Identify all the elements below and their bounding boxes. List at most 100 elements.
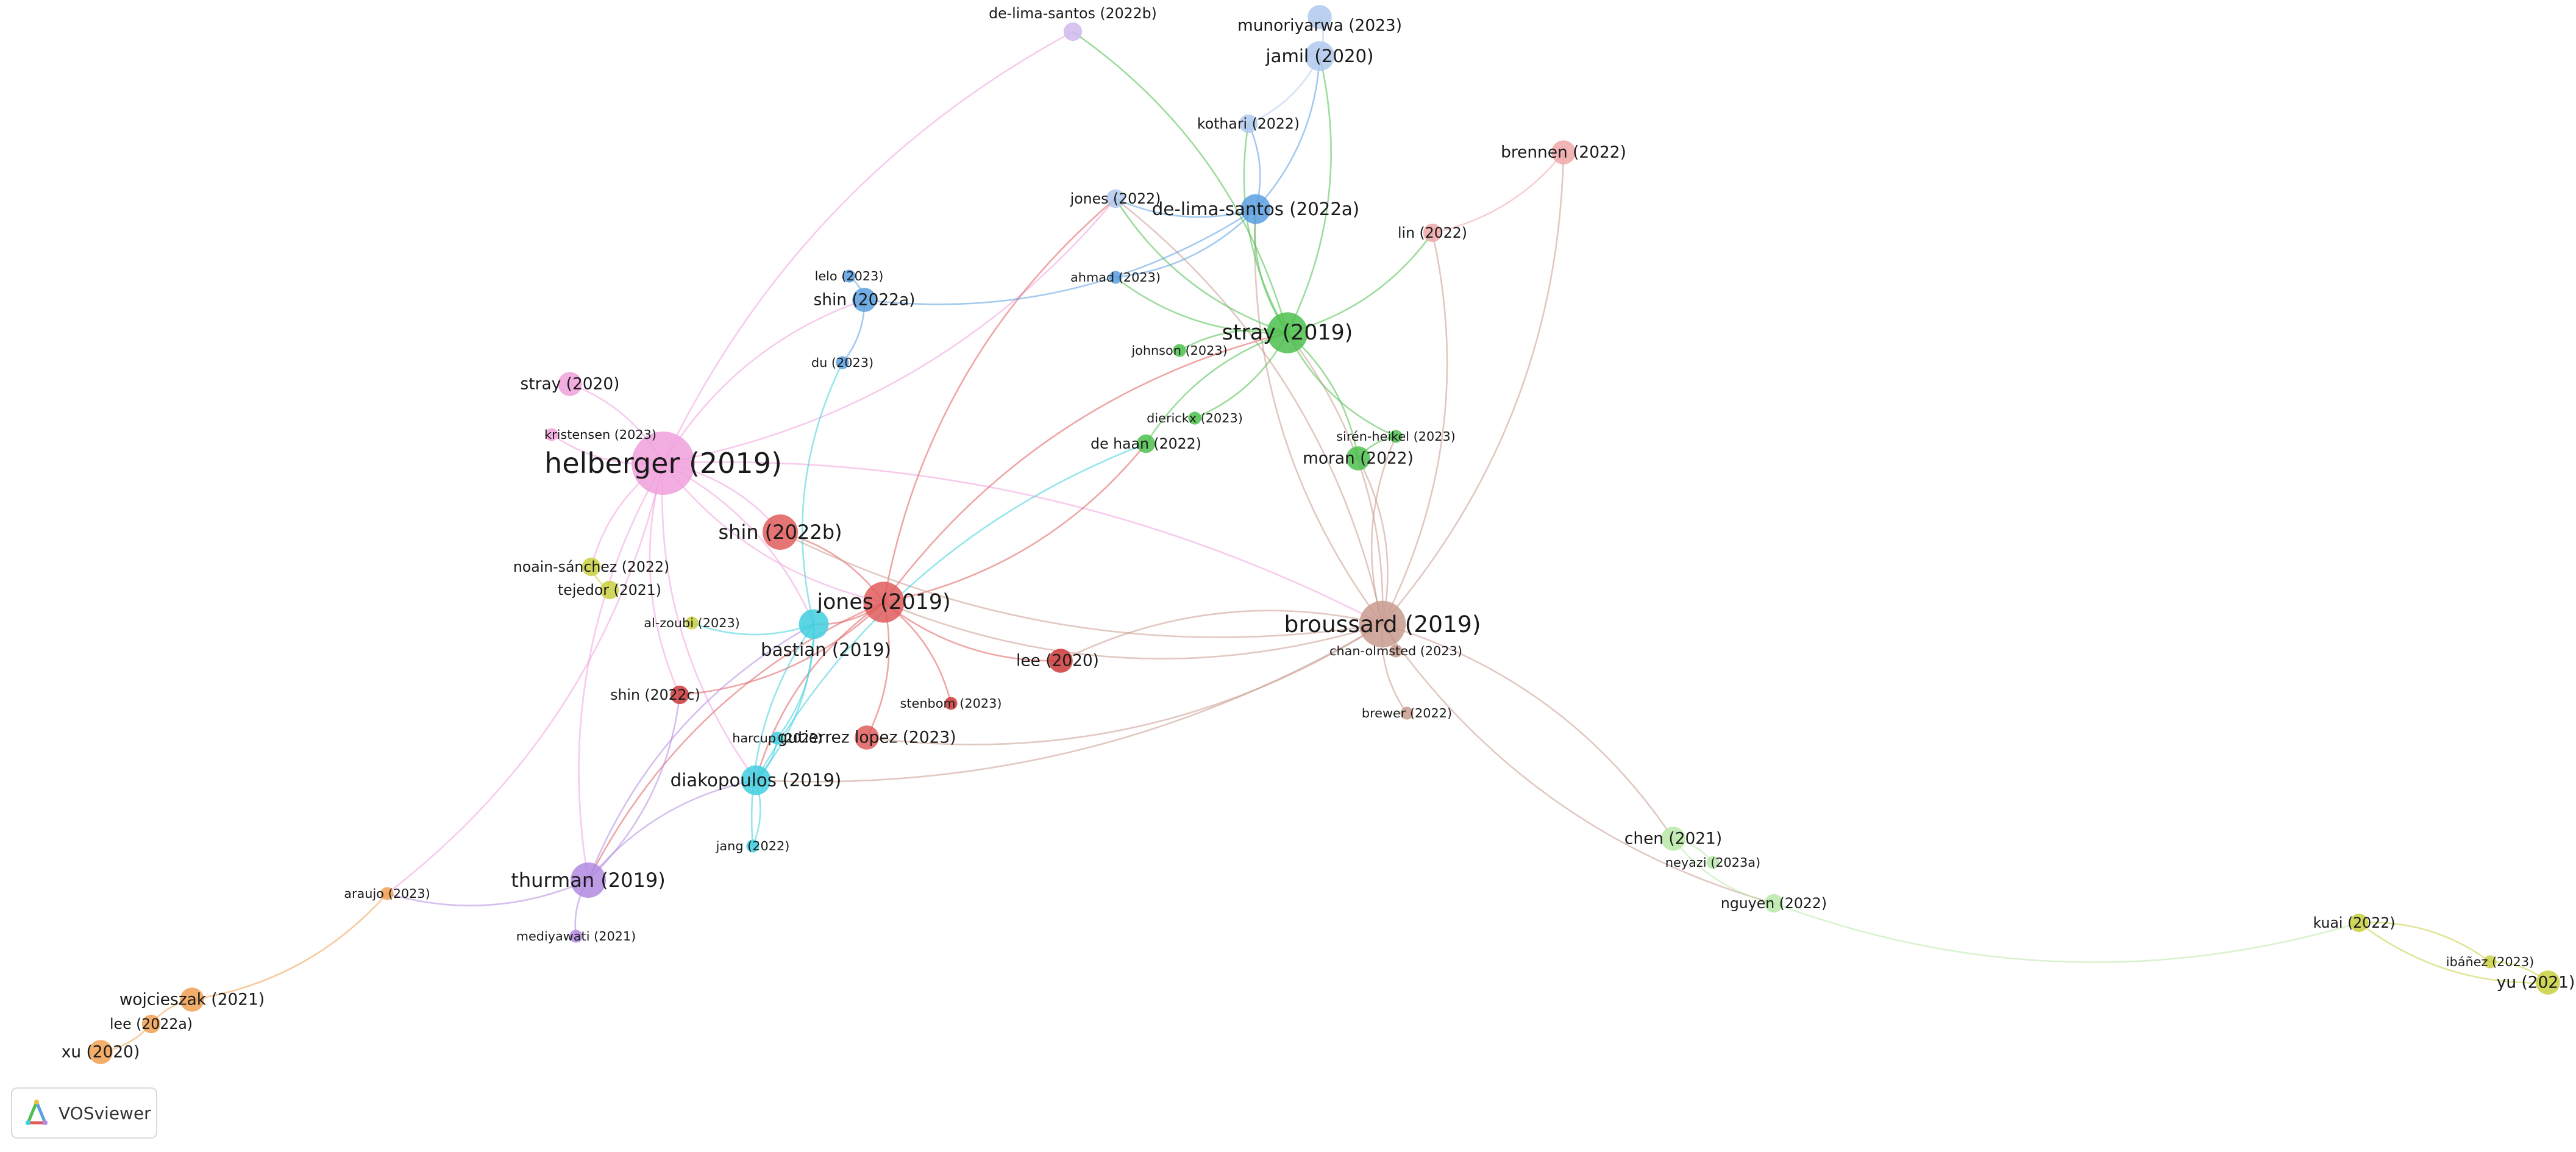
node-araujo[interactable] [380,887,394,900]
node-shin2022c[interactable] [670,685,689,705]
node-label-jamil[interactable]: jamil (2020) [1265,46,1374,66]
node-johnson[interactable] [1173,344,1186,357]
node-label-thurman[interactable]: thurman (2019) [511,869,665,892]
node-ibanez[interactable] [2483,955,2497,969]
node-dehaan[interactable] [1136,434,1156,453]
node-label-neyazi[interactable]: neyazi (2023a) [1665,855,1760,870]
node-label-lee2020[interactable]: lee (2020) [1016,652,1099,670]
node-neyazi[interactable] [1706,856,1720,869]
node-label-siren[interactable]: sirén-heikel (2023) [1336,429,1456,444]
node-tejedor[interactable] [600,580,619,600]
node-label-munoriyarwa[interactable]: munoriyarwa (2023) [1237,16,1402,35]
node-harcup[interactable] [770,731,784,745]
vosviewer-badge[interactable]: VOSviewer [11,1087,157,1139]
node-thurman[interactable] [571,862,606,898]
node-label-nguyen[interactable]: nguyen (2022) [1721,895,1827,912]
node-chen[interactable] [1661,827,1685,851]
node-label-wojcieszak[interactable]: wojcieszak (2021) [119,990,265,1009]
node-yu[interactable] [2536,970,2560,995]
node-label-harcup[interactable]: harcup (2023) [732,731,822,745]
node-label-alzoubi[interactable]: al-zoubi (2023) [644,616,740,630]
node-noain[interactable] [582,557,601,577]
node-label-stray2019[interactable]: stray (2019) [1222,321,1353,345]
node-label-dierickx[interactable]: dierickx (2023) [1147,411,1243,425]
node-ahmad[interactable] [1109,271,1122,284]
node-label-mediyawati[interactable]: mediyawati (2021) [516,929,636,944]
node-brennen[interactable] [1551,140,1576,165]
node-stray2019[interactable] [1267,312,1308,354]
node-mediyawati[interactable] [569,930,583,943]
node-xu[interactable] [88,1040,113,1064]
node-label-kothari[interactable]: kothari (2022) [1197,115,1300,132]
node-jang[interactable] [746,839,760,853]
node-label-lee2022a[interactable]: lee (2022a) [110,1015,193,1033]
node-helberger[interactable] [632,432,695,495]
node-label-gutierrez[interactable]: gutierrez lopez (2023) [778,728,956,747]
node-alzoubi[interactable] [685,616,699,630]
node-label-brewer[interactable]: brewer (2022) [1362,706,1452,720]
node-label-xu[interactable]: xu (2020) [62,1043,140,1062]
node-label-helberger[interactable]: helberger (2019) [544,447,782,480]
node-broussard[interactable] [1359,600,1406,648]
node-label-lelo[interactable]: lelo (2023) [815,269,884,283]
node-siren[interactable] [1389,430,1403,443]
node-label-ahmad[interactable]: ahmad (2023) [1070,270,1161,285]
node-label-brennen[interactable]: brennen (2022) [1501,143,1626,162]
node-lin[interactable] [1423,223,1442,243]
node-label-ibanez[interactable]: ibáñez (2023) [2446,955,2534,969]
node-label-diakopoulos[interactable]: diakopoulos (2019) [671,770,842,791]
node-stray2020[interactable] [558,372,582,396]
node-gutierrez[interactable] [855,725,879,750]
node-label-bastian[interactable]: bastian (2019) [761,639,891,660]
node-label-johnson[interactable]: johnson (2023) [1131,343,1227,358]
node-lelo[interactable] [842,269,856,283]
node-label-jones2022[interactable]: jones (2022) [1070,190,1161,207]
node-label-stenbom[interactable]: stenbom (2023) [900,696,1002,711]
node-label-kuai[interactable]: kuai (2022) [2313,914,2396,931]
node-label-shin2022b[interactable]: shin (2022b) [718,521,842,544]
node-label-lin[interactable]: lin (2022) [1398,224,1467,241]
node-wojcieszak[interactable] [180,987,204,1012]
node-label-chen[interactable]: chen (2021) [1624,830,1722,848]
node-label-shin2022c[interactable]: shin (2022c) [610,686,700,703]
node-nguyen[interactable] [1764,894,1784,913]
node-label-shin2022a[interactable]: shin (2022a) [814,291,916,310]
node-shin2022a[interactable] [852,288,877,312]
node-jamil[interactable] [1304,41,1335,71]
node-jones2022[interactable] [1106,189,1125,208]
node-label-dehaan[interactable]: de haan (2022) [1091,435,1201,452]
node-lee2022a[interactable] [141,1014,161,1034]
node-delima2022b[interactable] [1063,22,1083,41]
node-shin2022b[interactable] [763,514,798,550]
node-label-delima2022b[interactable]: de-lima-santos (2022b) [989,5,1157,22]
node-lee2020[interactable] [1048,649,1073,673]
node-label-tejedor[interactable]: tejedor (2021) [558,581,661,599]
node-label-du[interactable]: du (2023) [811,355,873,370]
node-label-jones2019[interactable]: jones (2019) [816,590,950,614]
node-chanolmsted[interactable] [1389,644,1403,658]
node-delima2022a[interactable] [1240,194,1271,224]
node-label-delima2022a[interactable]: de-lima-santos (2022a) [1152,199,1359,219]
node-bastian[interactable] [799,609,829,639]
node-label-araujo[interactable]: araujo (2023) [344,886,430,901]
node-label-broussard[interactable]: broussard (2019) [1284,611,1481,638]
node-kothari[interactable] [1239,114,1258,133]
node-brewer[interactable] [1400,706,1414,720]
node-label-yu[interactable]: yu (2021) [2497,973,2575,992]
node-label-moran[interactable]: moran (2022) [1303,449,1414,468]
node-munoriyarwa[interactable] [1308,5,1332,29]
node-du[interactable] [836,356,849,369]
node-stenbom[interactable] [944,697,958,710]
node-kristensen[interactable] [545,428,558,441]
node-label-kristensen[interactable]: kristensen (2023) [544,427,656,442]
node-label-jang[interactable]: jang (2022) [716,839,790,853]
node-diakopoulos[interactable] [741,765,771,795]
node-jones2019[interactable] [863,581,905,623]
node-kuai[interactable] [2349,913,2369,933]
node-label-noain[interactable]: noain-sánchez (2022) [513,558,669,575]
node-label-stray2020[interactable]: stray (2020) [521,375,620,394]
node-label-chanolmsted[interactable]: chan-olmsted (2023) [1329,644,1462,658]
node-moran[interactable] [1346,446,1370,471]
node-dierickx[interactable] [1188,411,1201,425]
